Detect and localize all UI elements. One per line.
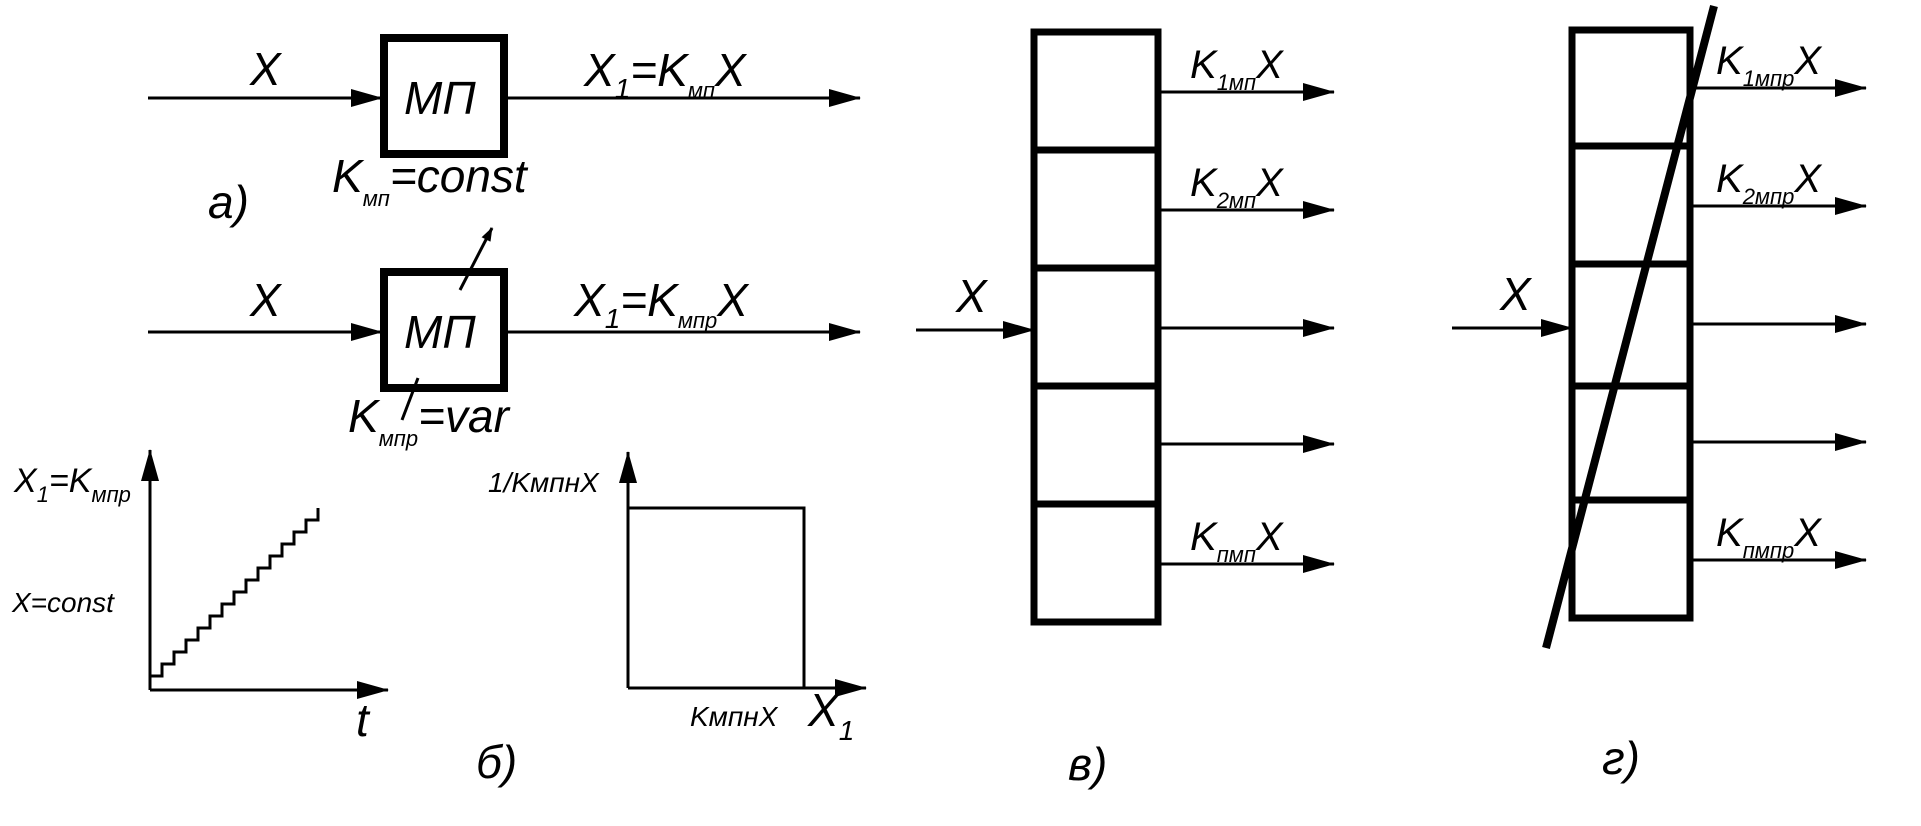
panel-g-cell-1 [1568, 26, 1694, 150]
panel-g-slash [1542, 4, 1718, 650]
panel-v-cell-4 [1030, 382, 1162, 508]
panel-a2: X МП X1=KмпрX Kмпр=var [148, 227, 861, 451]
panel-a-caption: а) [208, 176, 249, 228]
panel-b-caption: б) [476, 736, 517, 788]
graph2-rectangle-line [628, 506, 806, 688]
graph1-const-label: X=const [11, 587, 115, 618]
panel-v-cell-3 [1030, 264, 1162, 390]
panel-a2-coef-label: Kмпр=var [348, 390, 511, 451]
panel-a2-output-label: X1=KмпрX [573, 274, 750, 334]
panel-a-coef-label: Kмп=const [332, 150, 529, 211]
graph2-ylabel: 1/KмпнX [488, 467, 600, 498]
panel-b: X1=Kмпр X=const t 1/KмпнX KмпнX X1 б) [11, 449, 867, 788]
panel-g-out-label-2: K2мпрX [1716, 157, 1822, 209]
panel-v-cell-1 [1030, 28, 1162, 154]
panel-a-output-label: X1=KмпX [583, 44, 748, 104]
panel-g: X K1мпрX K2мпрX KпмпрX г) [1452, 4, 1867, 784]
panel-a-block [380, 34, 508, 158]
panel-g-out-label-1: K1мпрX [1716, 39, 1822, 91]
panel-a2-block-label: МП [404, 306, 476, 358]
graph1-xlabel: t [356, 694, 371, 746]
panel-v-input-label: X [955, 270, 989, 322]
graph2-xtick-label: KмпнX [690, 701, 779, 732]
graph1-ylabel: X1=Kмпр [13, 462, 131, 507]
panel-v: X K1мпX K2мпX KпмпX в) [916, 28, 1335, 790]
panel-v-out-label-2: K2мпX [1190, 161, 1284, 213]
panel-a2-adjust-tick [400, 377, 420, 421]
graph1-staircase-line [150, 508, 320, 678]
panel-v-cell-5 [1030, 500, 1162, 626]
panel-a2-adjust-arrow [458, 227, 494, 291]
panel-a2-input-label: X [249, 274, 283, 326]
panel-g-input-label: X [1499, 268, 1533, 320]
panel-g-caption: г) [1602, 732, 1640, 784]
graph2-xlabel: X1 [807, 684, 854, 746]
panel-v-out-label-5: KпмпX [1190, 515, 1284, 567]
panel-a2-block [380, 268, 508, 392]
panel-v-out-label-1: K1мпX [1190, 43, 1284, 95]
panel-a-input-label: X [249, 43, 283, 95]
panel-g-cell-5 [1568, 496, 1694, 622]
panel-a-block-label: МП [404, 72, 476, 124]
panel-v-caption: в) [1068, 738, 1107, 790]
panel-g-out-label-5: KпмпрX [1716, 511, 1822, 563]
panel-v-cell-2 [1030, 146, 1162, 272]
panel-a: X МП X1=KмпX Kмп=const а) [148, 34, 861, 228]
